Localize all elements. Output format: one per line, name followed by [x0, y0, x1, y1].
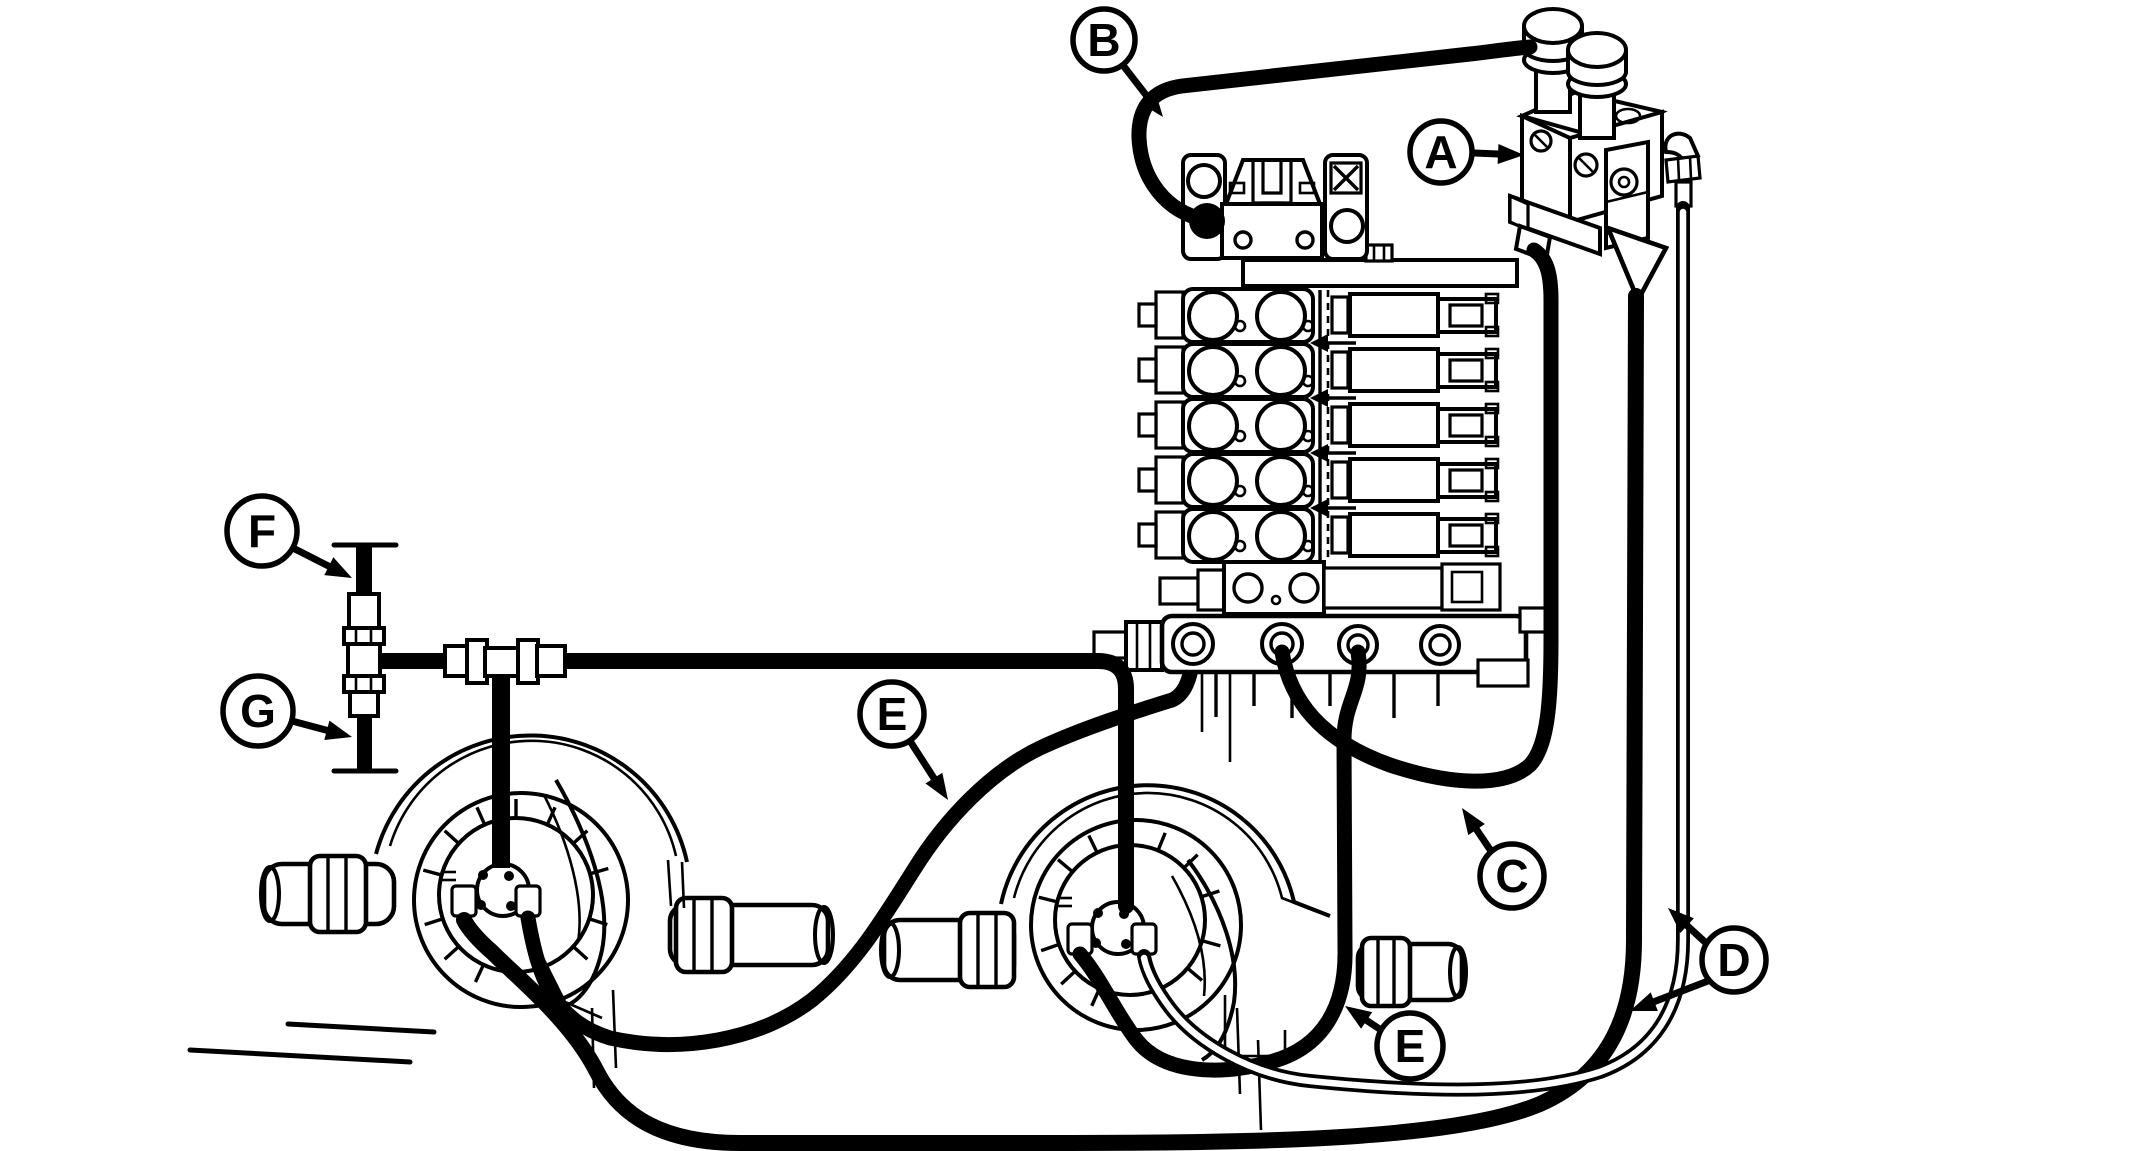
right-fender — [999, 783, 1331, 918]
callout-arrow-head — [324, 557, 352, 578]
axle-shaft-far-left — [259, 853, 397, 935]
callout-circle-A — [1407, 118, 1475, 186]
callout-B: B — [1070, 6, 1163, 117]
standpipe — [331, 542, 399, 774]
brake-valve-assembly — [1508, 7, 1702, 306]
callout-arrow-head — [925, 772, 948, 800]
callout-letter-A: A — [1424, 126, 1457, 178]
bracket-cross-boss — [1329, 161, 1363, 195]
valve-top-plate — [1241, 258, 1519, 288]
hose-b — [1131, 39, 1538, 228]
callout-letter-B: B — [1087, 14, 1120, 66]
axle-shaft-inner-right — [879, 910, 1017, 990]
hose-e-right — [1072, 644, 1367, 1078]
callout-letter-G: G — [240, 685, 276, 737]
left-fender — [374, 733, 689, 909]
axle-shaft-far-right — [1355, 935, 1468, 1009]
callout-A: A — [1407, 118, 1524, 186]
axle-supply-line — [370, 653, 1134, 914]
callout-D: D — [1630, 908, 1769, 1011]
valve-mounting-bracket — [1181, 153, 1369, 261]
hose-e-left — [520, 644, 1201, 1052]
callout-arrow-line — [907, 739, 941, 786]
callout-arrow-head — [1345, 1006, 1373, 1029]
right-hub — [1066, 900, 1158, 956]
callout-circle-F — [224, 493, 300, 569]
outlet-manifold — [1092, 606, 1550, 762]
callout-circle-E1 — [857, 679, 927, 749]
control-valve-stack — [1092, 243, 1550, 762]
callout-circle-E2 — [1374, 1010, 1446, 1082]
callout-arrow-head — [1462, 808, 1485, 836]
right-caliper-bracket — [1170, 858, 1287, 1131]
callout-E2: E — [1345, 1006, 1446, 1082]
callout-G: G — [220, 673, 352, 749]
hoses — [456, 39, 1690, 1151]
bracket-clevis — [1251, 162, 1293, 205]
callout-circle-B — [1070, 6, 1138, 74]
callout-arrow-line — [1647, 977, 1710, 1008]
callout-arrow-line — [291, 544, 336, 573]
callout-C: C — [1462, 808, 1547, 911]
callout-letter-E2: E — [1395, 1020, 1426, 1072]
left-rim-ticks — [421, 799, 610, 984]
left-wheel — [374, 733, 689, 1089]
right-wheel — [999, 783, 1331, 1131]
callout-arrow-line — [291, 717, 334, 736]
callout-arrow-head — [1497, 143, 1524, 164]
elbow-fitting — [1663, 131, 1702, 208]
valve-gusset — [1603, 224, 1670, 306]
hose-d-inner — [1137, 201, 1690, 1097]
callout-letter-E1: E — [877, 688, 908, 740]
bleeder-standpipe-assembly — [331, 542, 1134, 914]
hose-c — [1274, 242, 1559, 789]
callout-arrow-head — [1139, 90, 1163, 117]
callout-E1: E — [857, 679, 948, 800]
callout-layer: A B C D E E F G — [220, 6, 1769, 1082]
callout-F: F — [224, 493, 352, 578]
reservoir-cap-2 — [1566, 31, 1628, 140]
ground-lines — [187, 1021, 437, 1065]
callout-letter-D: D — [1717, 934, 1750, 986]
callout-circle-C — [1477, 841, 1547, 911]
callout-arrow-line — [1119, 61, 1154, 104]
callout-circle-D — [1699, 925, 1769, 995]
callout-arrow-head — [324, 720, 352, 740]
left-hub — [450, 862, 542, 918]
callout-arrow-head — [1668, 908, 1694, 933]
callout-circle-G — [220, 673, 296, 749]
axle-shaft-inner-left — [667, 895, 835, 975]
callout-arrow-head — [1630, 992, 1658, 1011]
callout-letter-C: C — [1495, 850, 1528, 902]
callout-letter-F: F — [248, 505, 276, 557]
valve-adapter-row — [1158, 560, 1502, 616]
inline-union-fitting — [443, 638, 567, 685]
hose-b-port — [1189, 203, 1225, 239]
